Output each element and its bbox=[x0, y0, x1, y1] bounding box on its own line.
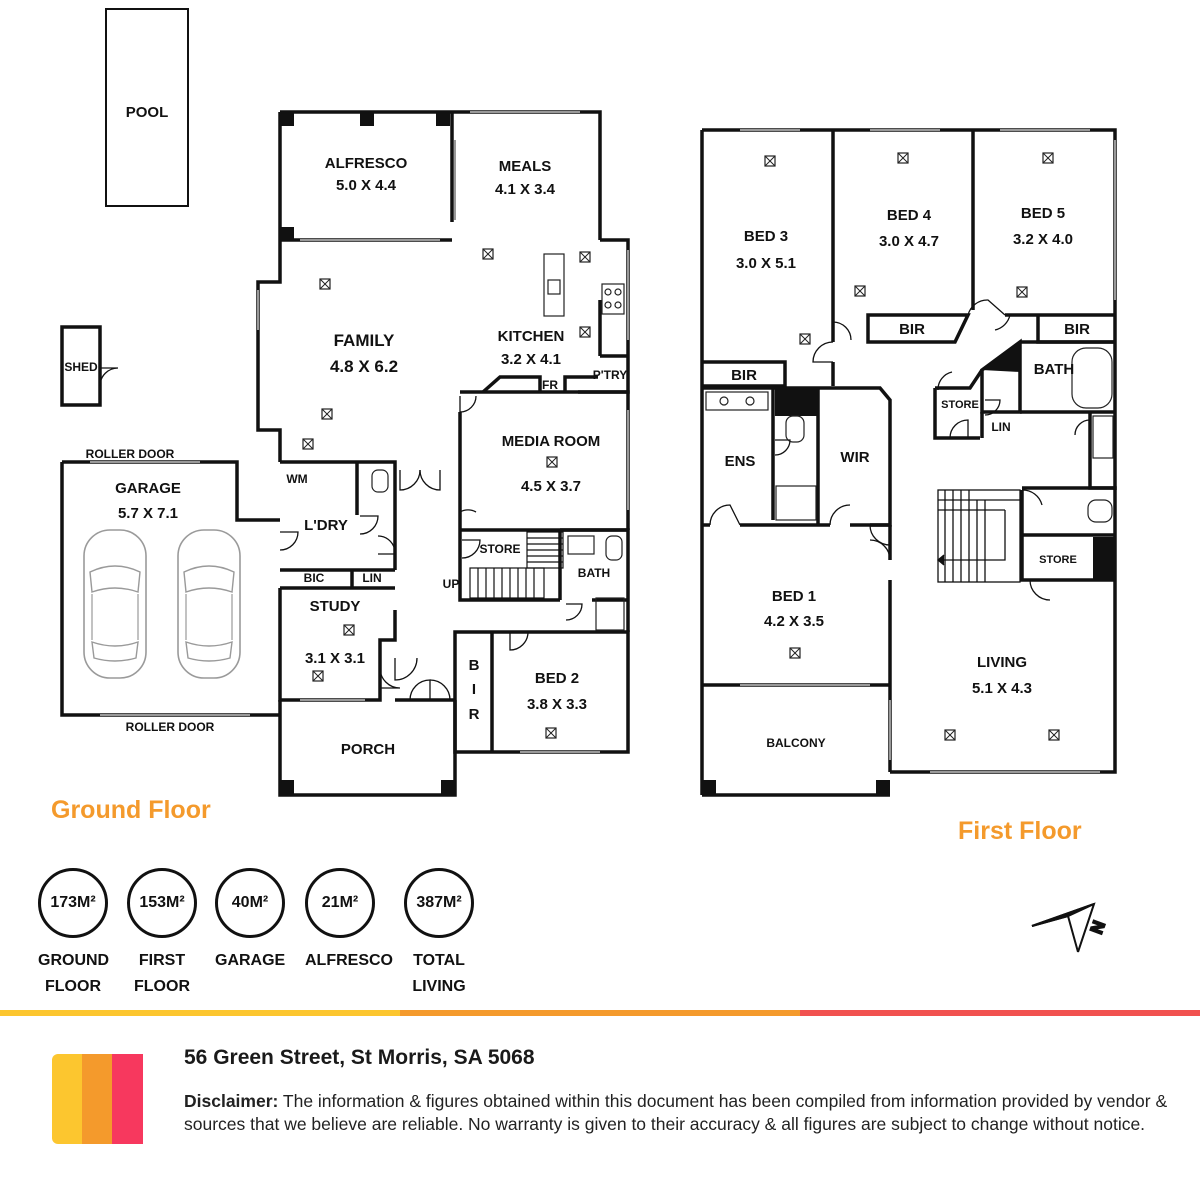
stat-label: FIRST FLOOR bbox=[134, 952, 190, 995]
stat-garage: 40M² GARAGE bbox=[215, 868, 285, 974]
room-meals-name: MEALS bbox=[499, 158, 552, 175]
room-ptry-name: P'TRY bbox=[593, 368, 627, 382]
car-icon bbox=[177, 529, 241, 679]
agency-logo-icon bbox=[52, 1054, 143, 1144]
stat-label: ALFRESCO bbox=[305, 952, 393, 969]
room-bed4-size: 3.0 X 4.7 bbox=[879, 233, 939, 250]
room-alfresco-name: ALFRESCO bbox=[325, 155, 408, 172]
stairs-up-label: UP bbox=[443, 577, 460, 591]
bir-letter-b: B bbox=[469, 657, 480, 674]
first-floor-walls bbox=[700, 128, 1117, 797]
room-porch-name: PORCH bbox=[341, 741, 395, 758]
room-store-first-2: STORE bbox=[1039, 554, 1077, 566]
room-bir-bed5: BIR bbox=[1064, 321, 1090, 338]
footer-color-band bbox=[0, 1010, 1200, 1016]
stat-value: 387M² bbox=[404, 868, 474, 938]
stat-value: 40M² bbox=[215, 868, 285, 938]
compass-letter: N bbox=[1087, 918, 1109, 936]
room-family-name: FAMILY bbox=[334, 331, 395, 350]
floor-plan: N POOL SHED ALFRESCO 5.0 X 4.4 MEALS 4.1… bbox=[60, 8, 1117, 953]
room-bed4-name: BED 4 bbox=[887, 207, 932, 224]
stat-value: 173M² bbox=[38, 868, 108, 938]
stat-value: 153M² bbox=[127, 868, 197, 938]
pool-outline bbox=[105, 8, 189, 207]
room-bir-bed4: BIR bbox=[899, 321, 925, 338]
stat-label: GROUND FLOOR bbox=[38, 952, 110, 995]
room-bed5-size: 3.2 X 4.0 bbox=[1013, 231, 1073, 248]
room-study-name: STUDY bbox=[310, 598, 361, 615]
room-laundry-name: L'DRY bbox=[304, 517, 348, 534]
room-bed1-size: 4.2 X 3.5 bbox=[764, 613, 824, 630]
room-living-name: LIVING bbox=[977, 654, 1027, 671]
room-media-name: MEDIA ROOM bbox=[502, 433, 601, 450]
stat-total-living: 387M² TOTAL LIVING bbox=[404, 868, 474, 1000]
room-kitchen-size: 3.2 X 4.1 bbox=[501, 351, 561, 368]
room-wm-name: WM bbox=[286, 472, 307, 486]
room-garage-name: GARAGE bbox=[115, 480, 181, 497]
shed-outline bbox=[60, 325, 102, 407]
room-kitchen-name: KITCHEN bbox=[498, 328, 565, 345]
room-balcony-name: BALCONY bbox=[766, 736, 825, 750]
room-bath-first: BATH bbox=[1034, 361, 1075, 378]
room-media-size: 4.5 X 3.7 bbox=[521, 478, 581, 495]
room-garage-size: 5.7 X 7.1 bbox=[118, 505, 178, 522]
roller-door-top: ROLLER DOOR bbox=[86, 447, 175, 461]
room-wir-name: WIR bbox=[840, 449, 869, 466]
stat-label: TOTAL LIVING bbox=[412, 952, 466, 995]
stat-value: 21M² bbox=[305, 868, 375, 938]
ground-columns bbox=[280, 112, 455, 794]
room-bic-name: BIC bbox=[304, 571, 325, 585]
room-bath-name: BATH bbox=[578, 566, 610, 580]
ground-floor-title: Ground Floor bbox=[51, 796, 211, 824]
stat-ground-floor: 173M² GROUND FLOOR bbox=[38, 868, 110, 1000]
room-lin-name: LIN bbox=[362, 571, 381, 585]
ground-stairs bbox=[469, 531, 564, 599]
bir-letter-i: I bbox=[472, 681, 476, 698]
room-study-size: 3.1 X 3.1 bbox=[305, 650, 365, 667]
room-store-name: STORE bbox=[479, 542, 520, 556]
first-stairs bbox=[936, 489, 1021, 583]
room-bed3-name: BED 3 bbox=[744, 228, 788, 245]
room-shed-name: SHED bbox=[64, 360, 98, 374]
room-pool-name: POOL bbox=[126, 104, 169, 121]
car-icon bbox=[83, 529, 147, 679]
room-alfresco-size: 5.0 X 4.4 bbox=[336, 177, 397, 194]
room-bed5-name: BED 5 bbox=[1021, 205, 1065, 222]
bir-letter-r: R bbox=[469, 706, 480, 723]
property-address: 56 Green Street, St Morris, SA 5068 bbox=[184, 1046, 535, 1069]
roller-door-bottom: ROLLER DOOR bbox=[126, 720, 215, 734]
disclaimer-label: Disclaimer: bbox=[184, 1091, 279, 1111]
room-fr-name: FR bbox=[542, 378, 558, 392]
disclaimer-text: The information & figures obtained withi… bbox=[184, 1091, 1168, 1134]
stat-alfresco: 21M² ALFRESCO bbox=[305, 868, 393, 974]
room-meals-size: 4.1 X 3.4 bbox=[495, 181, 556, 198]
room-living-size: 5.1 X 4.3 bbox=[972, 680, 1032, 697]
stat-label: GARAGE bbox=[215, 952, 286, 969]
disclaimer: Disclaimer: The information & figures ob… bbox=[184, 1090, 1174, 1135]
room-bed3-size: 3.0 X 5.1 bbox=[736, 255, 796, 272]
room-bir-bed3: BIR bbox=[731, 367, 757, 384]
room-bed2-size: 3.8 X 3.3 bbox=[527, 696, 587, 713]
room-store-first-1: STORE bbox=[941, 399, 979, 411]
room-bed1-name: BED 1 bbox=[772, 588, 816, 605]
first-floor-title: First Floor bbox=[958, 817, 1082, 845]
compass-icon: N bbox=[1031, 902, 1110, 953]
room-lin-first: LIN bbox=[991, 420, 1010, 434]
room-family-size: 4.8 X 6.2 bbox=[330, 357, 398, 376]
stat-first-floor: 153M² FIRST FLOOR bbox=[127, 868, 197, 1000]
room-ens-name: ENS bbox=[725, 453, 756, 470]
room-bed2-name: BED 2 bbox=[535, 670, 579, 687]
